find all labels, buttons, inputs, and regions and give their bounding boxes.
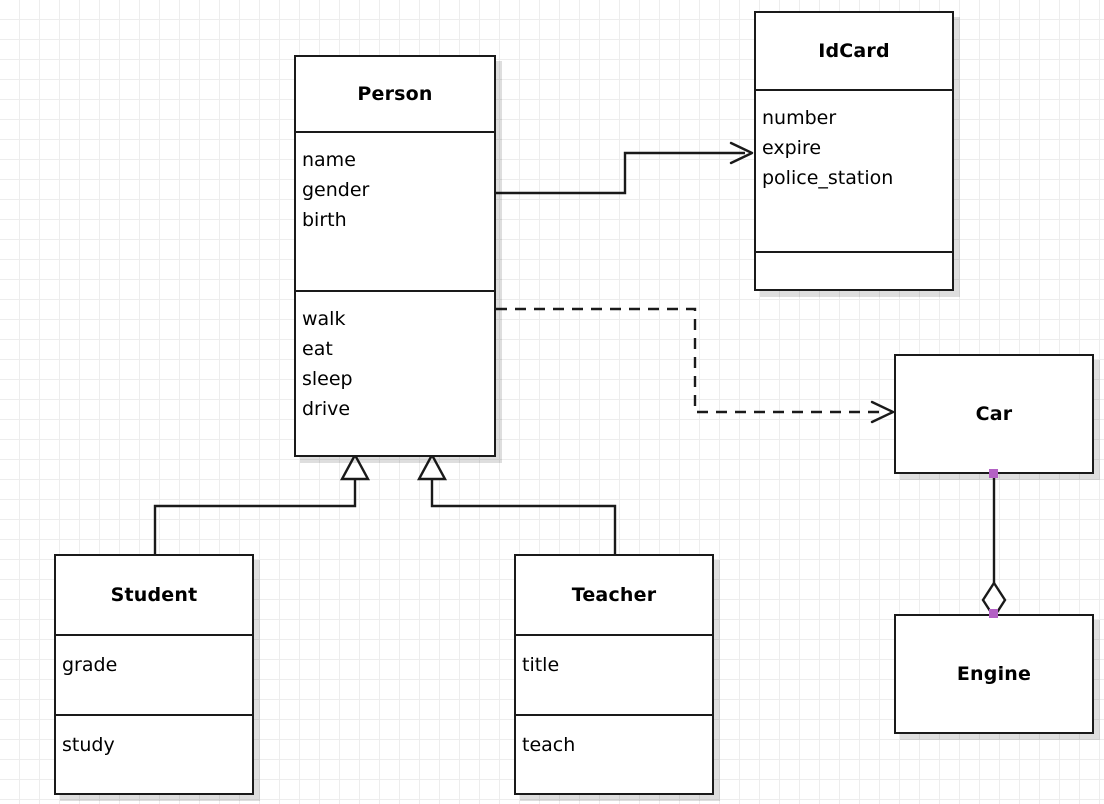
operations-student: study [56,714,252,793]
operation-item: drive [302,398,351,421]
edge-person-car[interactable] [496,307,895,424]
class-name-person: Person [357,83,433,105]
attribute-item: gender [302,179,370,202]
operations-teacher: teach [516,714,712,793]
class-box-student[interactable]: Student grade study [54,554,254,795]
attribute-item: expire [762,137,822,160]
attributes-student: grade [56,634,252,714]
attributes-teacher: title [516,634,712,714]
open-arrowhead-icon [729,141,754,165]
attributes-idcard: number expire police_station [756,89,952,251]
edge-teacher-person[interactable] [416,452,617,554]
attribute-item: birth [302,209,347,232]
operation-item: eat [302,338,333,361]
hollow-triangle-arrowhead-icon [339,452,371,481]
class-name-idcard: IdCard [818,40,890,62]
operation-item: walk [302,308,346,330]
operation-item: study [62,734,115,756]
edge-handle-car-end[interactable] [989,469,998,478]
class-name-student: Student [110,584,198,606]
edge-car-engine[interactable] [981,474,1007,620]
edge-handle-engine-end[interactable] [989,609,998,618]
class-name-teacher: Teacher [571,584,657,606]
attribute-item: title [522,654,560,676]
class-box-person[interactable]: Person name gender birth walk eat sleep … [294,55,496,457]
attributes-person: name gender birth [296,131,494,290]
class-box-idcard[interactable]: IdCard number expire police_station [754,11,954,291]
attribute-item: name [302,149,356,171]
attribute-item: police_station [762,167,894,190]
open-arrowhead-icon [870,400,895,424]
class-name-engine: Engine [956,663,1032,685]
edge-person-idcard[interactable] [496,141,754,195]
class-box-teacher[interactable]: Teacher title teach [514,554,714,795]
hollow-triangle-arrowhead-icon [416,452,448,481]
class-name-car: Car [975,403,1013,425]
edge-student-person[interactable] [153,452,371,554]
class-box-car[interactable]: Car [894,354,1094,474]
operations-idcard [756,251,952,289]
attribute-item: number [762,107,837,129]
class-box-engine[interactable]: Engine [894,614,1094,734]
operation-item: sleep [302,368,353,391]
operations-person: walk eat sleep drive [296,290,494,455]
attribute-item: grade [62,654,118,676]
operation-item: teach [522,734,576,756]
